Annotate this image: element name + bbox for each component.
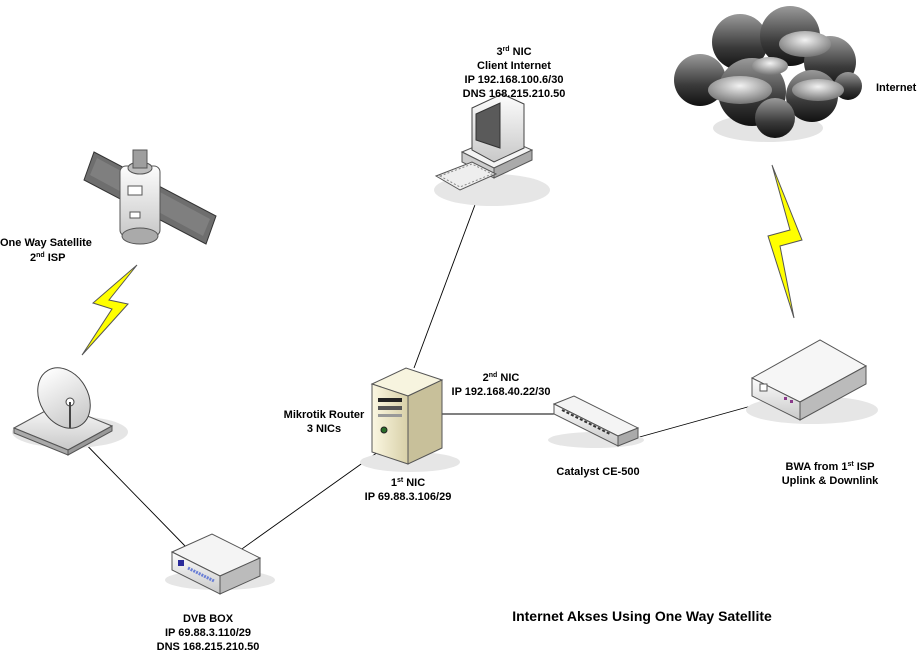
router-name-label: Mikrotik Router — [284, 409, 365, 421]
satellite-label: One Way Satellite — [0, 237, 92, 249]
bwa-label: BWA from 1st ISP — [786, 461, 875, 473]
router-nic2-ip-label: IP 192.168.40.22/30 — [452, 386, 551, 398]
desktop-computer-icon — [434, 93, 550, 206]
link-router-to-client — [413, 185, 483, 369]
network-switch-icon — [548, 395, 644, 448]
switch-label: Catalyst CE-500 — [556, 466, 639, 478]
cloud-icon — [674, 6, 862, 142]
client-role-label: Client Internet — [477, 60, 551, 72]
wireless-lightning-icon — [767, 164, 803, 319]
satellite-isp-label: 2nd ISP — [30, 252, 65, 264]
wireless-lightning-icon — [81, 264, 138, 356]
link-dvb-to-router — [231, 451, 379, 557]
link-satellite-dish-to-dvb — [69, 427, 188, 549]
dvb-name-label: DVB BOX — [183, 613, 234, 625]
router-nic1-ip-label: IP 69.88.3.106/29 — [365, 491, 452, 503]
dvb-dns-label: DNS 168.215.210.50 — [157, 641, 260, 653]
connections — [69, 185, 763, 557]
satellite-icon — [83, 149, 217, 245]
link-switch-to-bwa — [635, 402, 763, 439]
server-icon — [360, 367, 460, 472]
dvb-ip-label: IP 69.88.3.110/29 — [165, 627, 251, 639]
router-nic2-label: 2nd NIC — [483, 372, 520, 384]
bwa-link-label: Uplink & Downlink — [782, 475, 879, 487]
modem-icon — [746, 339, 878, 424]
dvb-box-icon — [165, 533, 275, 595]
internet-label: Internet — [876, 82, 917, 94]
router-nics-label: 3 NICs — [307, 423, 341, 435]
client-nic-label: 3rd NIC — [496, 46, 531, 58]
diagram-title: Internet Akses Using One Way Satellite — [512, 608, 772, 624]
router-nic1-label: 1st NIC — [391, 477, 425, 489]
satellite-dish-icon — [12, 367, 128, 456]
client-dns-label: DNS 168.215.210.50 — [463, 88, 566, 100]
client-ip-label: IP 192.168.100.6/30 — [465, 74, 564, 86]
